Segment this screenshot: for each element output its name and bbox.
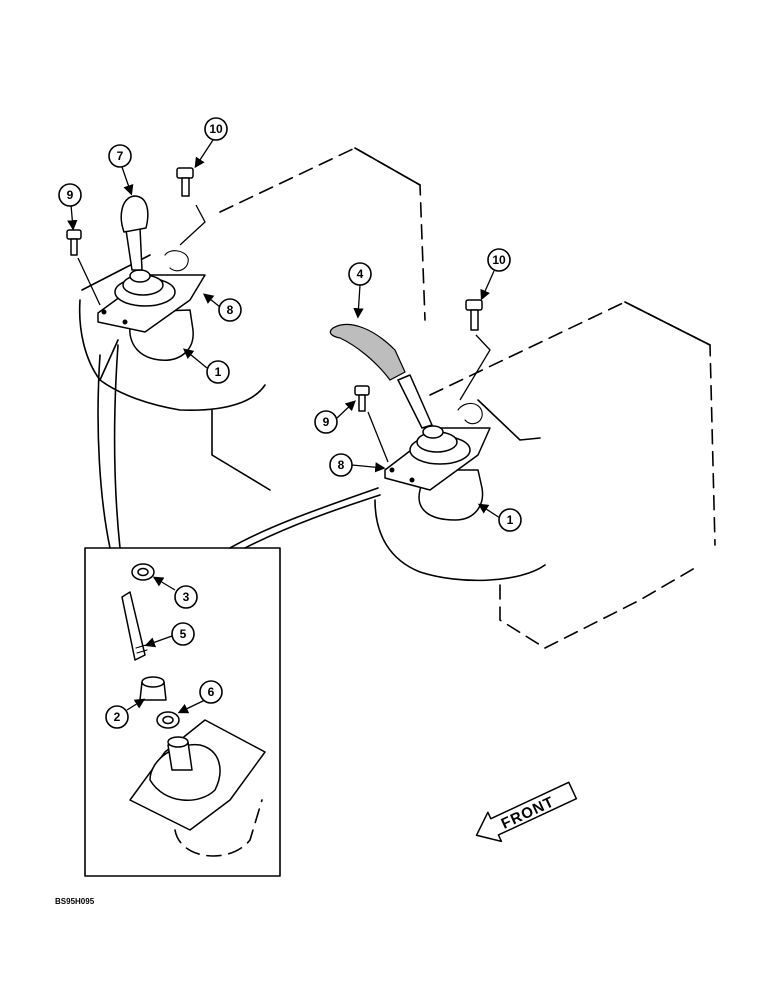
- callout-3: 3: [152, 576, 198, 609]
- callout-label: 4: [357, 267, 364, 281]
- bolt-9-left: [66, 229, 82, 256]
- callout-10-left: 10: [194, 117, 228, 169]
- front-arrow: FRONT: [475, 781, 578, 843]
- callout-label: 6: [208, 685, 215, 699]
- right-console-outline: [374, 301, 716, 649]
- left-console-outline: [78, 147, 426, 491]
- detail-inset: [84, 344, 381, 877]
- callout-label: 8: [227, 303, 234, 317]
- callout-label: 9: [323, 415, 330, 429]
- bolt-10-left: [176, 167, 194, 197]
- callout-label: 5: [180, 627, 187, 641]
- callout-1-left: 1: [182, 348, 230, 384]
- callout-8-left: 8: [202, 293, 242, 322]
- callout-label: 1: [215, 365, 222, 379]
- callout-2: 2: [105, 698, 146, 729]
- callout-7: 7: [108, 144, 134, 196]
- leader-lines: [77, 204, 491, 463]
- callout-label: 8: [338, 458, 345, 472]
- bolt-9-right: [354, 385, 370, 412]
- bolt-10-right: [465, 299, 483, 331]
- callout-label: 3: [183, 590, 190, 604]
- callout-5: 5: [144, 622, 195, 648]
- callout-9-left: 9: [58, 183, 82, 231]
- callout-6: 6: [177, 680, 223, 714]
- front-label: FRONT: [499, 793, 558, 832]
- drawing-code: BS95H095: [55, 897, 95, 906]
- callout-label: 1: [507, 513, 514, 527]
- right-joystick: [329, 323, 491, 521]
- callout-1-right: 1: [477, 503, 522, 532]
- callout-4: 4: [348, 262, 372, 319]
- callout-label: 10: [492, 253, 506, 267]
- callout-9-right: 9: [314, 400, 356, 434]
- left-joystick: [97, 195, 206, 361]
- callout-label: 10: [209, 122, 223, 136]
- callout-label: 2: [114, 710, 121, 724]
- callout-8-right: 8: [329, 453, 386, 477]
- callout-label: 9: [67, 188, 74, 202]
- callout-label: 7: [117, 149, 124, 163]
- callout-10-right: 10: [480, 248, 511, 301]
